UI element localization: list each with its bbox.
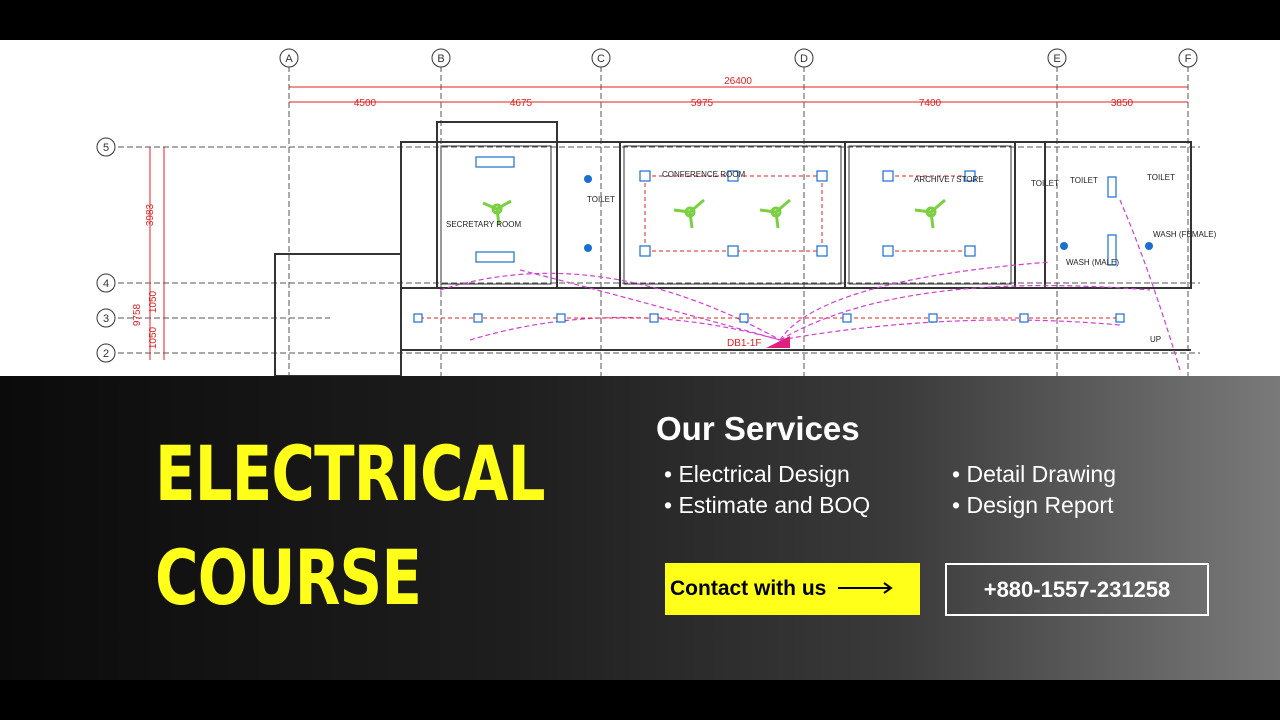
course-title: ELECTRICAL COURSE [155, 422, 546, 630]
svg-text:WASH (MALE): WASH (MALE) [1066, 258, 1119, 267]
title-line-1: ELECTRICAL [155, 429, 546, 518]
distribution-board-icon: DB1-1F [727, 336, 790, 349]
svg-text:E: E [1053, 53, 1060, 65]
svg-text:9758: 9758 [132, 303, 143, 326]
svg-text:26400: 26400 [724, 76, 752, 87]
svg-text:UP: UP [1150, 335, 1161, 344]
svg-text:3: 3 [103, 313, 109, 325]
long-arrow-right-icon [838, 581, 894, 597]
course-banner: ELECTRICAL COURSE Our Services Electrica… [0, 376, 1280, 680]
service-item: Detail Drawing [952, 461, 1116, 488]
services-heading: Our Services [656, 410, 860, 447]
svg-text:5: 5 [103, 142, 109, 154]
svg-text:F: F [1185, 53, 1192, 65]
bottom-letterbox [0, 680, 1280, 720]
svg-text:SECRETARY ROOM: SECRETARY ROOM [446, 220, 521, 229]
title-line-2: COURSE [155, 533, 422, 622]
svg-text:5975: 5975 [691, 98, 714, 109]
ceiling-fan-icon [482, 198, 946, 229]
svg-text:B: B [437, 53, 444, 65]
svg-text:3983: 3983 [145, 203, 156, 226]
svg-text:4: 4 [103, 278, 109, 290]
svg-text:2: 2 [103, 348, 109, 360]
svg-text:1050: 1050 [148, 290, 159, 313]
light-fixture-icon [413, 156, 1125, 323]
svg-text:WASH (FEMALE): WASH (FEMALE) [1153, 230, 1217, 239]
svg-text:7400: 7400 [919, 98, 942, 109]
svg-text:4500: 4500 [354, 98, 377, 109]
svg-text:TOILET: TOILET [1070, 176, 1098, 185]
svg-text:4675: 4675 [510, 98, 533, 109]
svg-text:TOILET: TOILET [1031, 179, 1059, 188]
svg-text:CONFERENCE ROOM: CONFERENCE ROOM [662, 170, 745, 179]
svg-text:D: D [800, 53, 808, 65]
svg-text:TOILET: TOILET [587, 195, 615, 204]
phone-number[interactable]: +880-1557-231258 [945, 563, 1209, 616]
grid-label: A [285, 53, 293, 65]
svg-text:1050: 1050 [148, 326, 159, 349]
svg-text:DB1-1F: DB1-1F [727, 338, 761, 349]
top-letterbox [0, 0, 1280, 40]
service-item: Estimate and BOQ [664, 492, 870, 519]
service-item: Electrical Design [664, 461, 849, 488]
contact-button[interactable]: Contact with us [665, 563, 920, 615]
svg-text:3850: 3850 [1111, 98, 1134, 109]
service-item: Design Report [952, 492, 1113, 519]
contact-label: Contact with us [670, 577, 827, 600]
floor-plan-drawing: A B C D E F 5 4 3 2 26400 4500 4675 5975… [0, 40, 1280, 376]
svg-text:ARCHIVE / STORE: ARCHIVE / STORE [914, 175, 984, 184]
svg-text:C: C [597, 53, 605, 65]
svg-text:TOILET: TOILET [1147, 173, 1175, 182]
